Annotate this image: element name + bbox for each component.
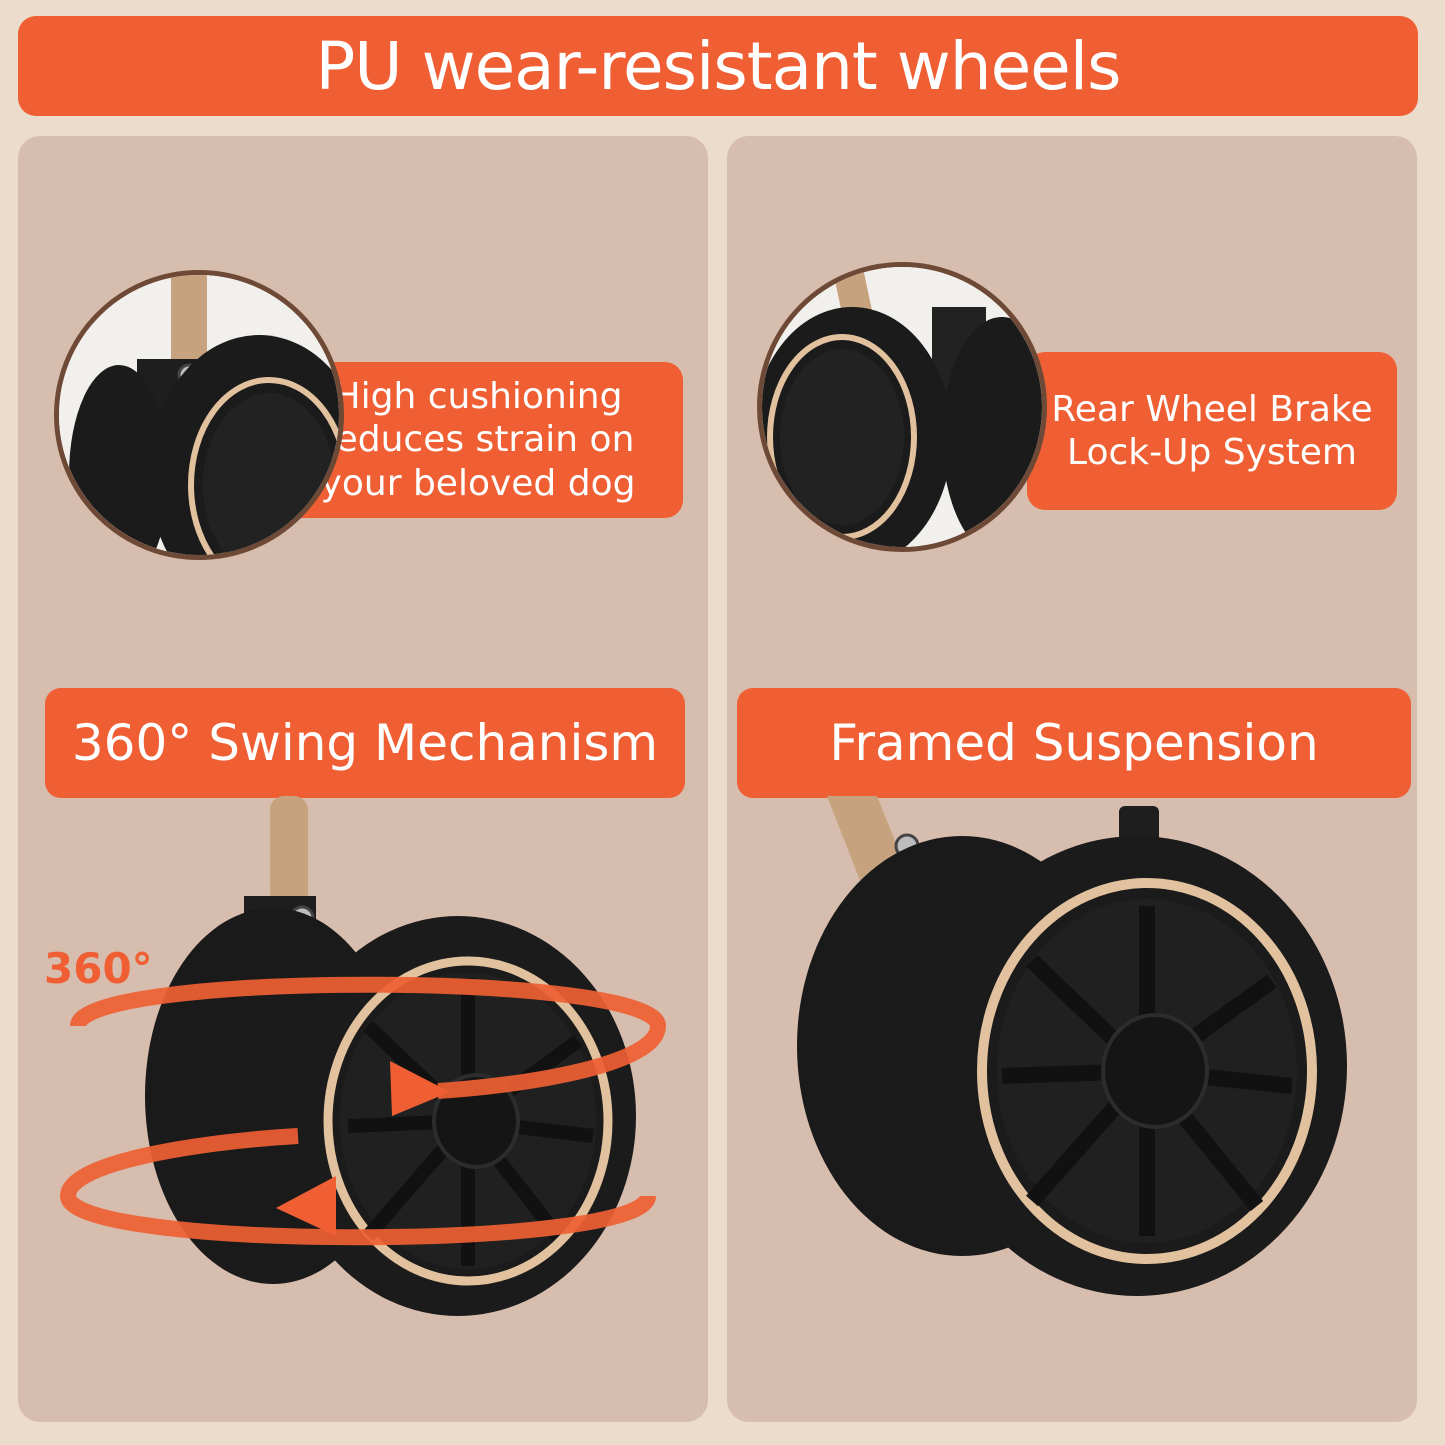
left-panel: High cushioning reduces strain on your b… (18, 136, 708, 1422)
suspension-wheel-icon (797, 796, 1347, 1296)
suspension-label: Framed Suspension (737, 688, 1411, 798)
swing-label: 360° Swing Mechanism (45, 688, 685, 798)
brake-callout: Rear Wheel Brake Lock-Up System (1027, 352, 1397, 510)
wheel-closeup-icon (54, 270, 344, 560)
brake-line-1: Rear Wheel Brake (1051, 388, 1373, 430)
brake-line-2: Lock-Up System (1067, 432, 1357, 473)
cushioning-line-1: High cushioning (333, 376, 623, 418)
cushioning-line-3: your beloved dog (320, 462, 636, 504)
cushioning-line-2: reduces strain on (321, 419, 635, 461)
brake-closeup-icon (757, 262, 1047, 552)
cushioning-callout: High cushioning reduces strain on your b… (273, 362, 683, 518)
page-title: PU wear-resistant wheels (18, 16, 1418, 116)
rotation-arrow-icon (59, 976, 667, 1246)
swing-wheel-icon (59, 796, 667, 1316)
rotation-mark: 360° (44, 944, 153, 993)
right-panel: Rear Wheel Brake Lock-Up System Framed S… (727, 136, 1417, 1422)
